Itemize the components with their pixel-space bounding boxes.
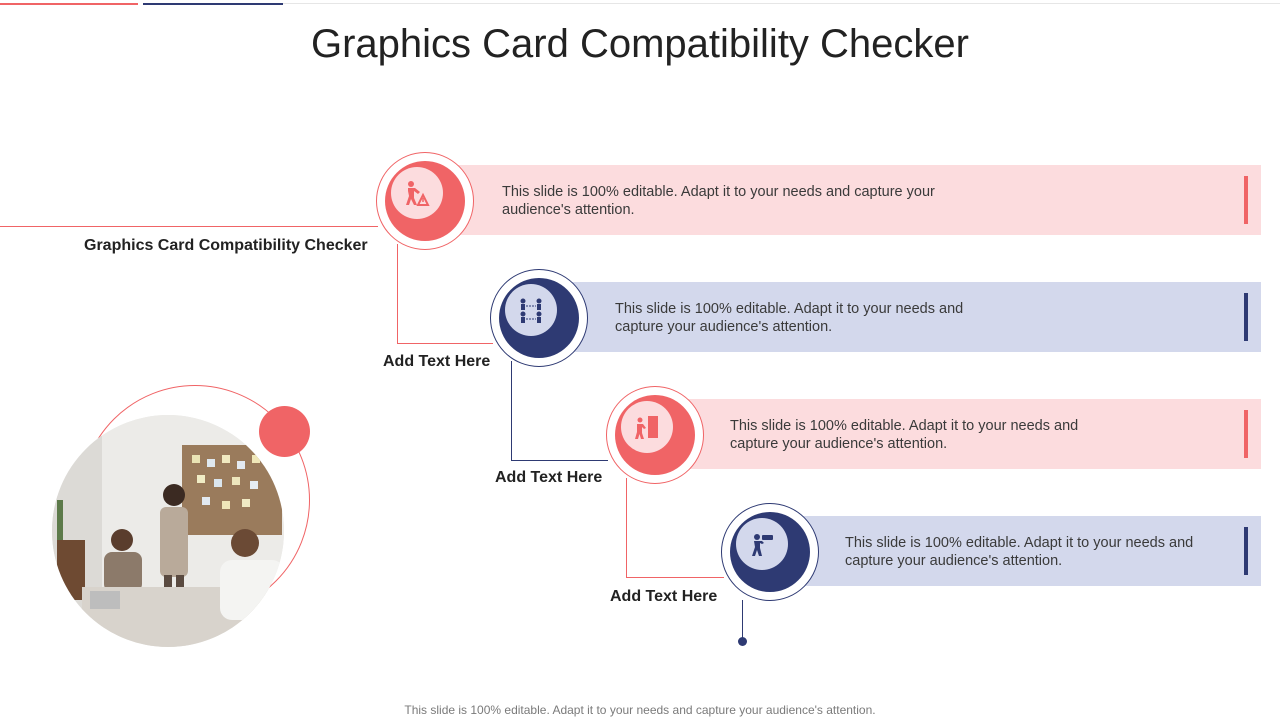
step-3-band (654, 399, 1261, 469)
step-1-marker (1244, 176, 1248, 224)
connector-2-3-vertical (511, 361, 512, 460)
connector-3-4-vertical (626, 478, 627, 577)
step-1-leader-line (0, 226, 378, 227)
step-1-description: This slide is 100% editable. Adapt it to… (502, 184, 935, 218)
step-1-circle (376, 152, 474, 250)
step-4-marker (1244, 527, 1248, 575)
step-4-circle (721, 503, 819, 601)
slide-footer: This slide is 100% editable. Adapt it to… (404, 703, 876, 717)
step-1-band (424, 165, 1261, 235)
step-4-label: Add Text Here (610, 588, 718, 605)
step-2-band (538, 282, 1261, 352)
connector-1-2-horizontal (397, 343, 493, 344)
top-divider (283, 3, 1280, 4)
end-dot (738, 637, 747, 646)
engineer-warning-icon (391, 167, 443, 219)
step-3-label: Add Text Here (495, 469, 603, 486)
step-2-marker (1244, 293, 1248, 341)
step-2-label: Add Text Here (383, 353, 491, 370)
office-meeting-photo (52, 415, 284, 647)
top-accent-navy (143, 3, 283, 5)
connector-2-3-horizontal (511, 460, 608, 461)
step-2-circle (490, 269, 588, 367)
step-3-description: This slide is 100% editable. Adapt it to… (730, 418, 1079, 452)
photo-accent-dot (259, 406, 310, 457)
top-accent-red (0, 3, 138, 5)
step-4-description: This slide is 100% editable. Adapt it to… (845, 535, 1194, 569)
person-binoculars-icon (736, 518, 788, 570)
connector-4-end (742, 600, 743, 640)
step-3-circle (606, 386, 704, 484)
slide-title: Graphics Card Compatibility Checker (310, 22, 969, 66)
step-1-label: Graphics Card Compatibility Checker (84, 237, 368, 254)
step-4-band (768, 516, 1261, 586)
worker-door-icon (621, 401, 673, 453)
network-people-icon (505, 284, 557, 336)
connector-3-4-horizontal (626, 577, 724, 578)
step-2-description: This slide is 100% editable. Adapt it to… (615, 301, 964, 335)
connector-1-2-vertical (397, 244, 398, 343)
step-3-marker (1244, 410, 1248, 458)
